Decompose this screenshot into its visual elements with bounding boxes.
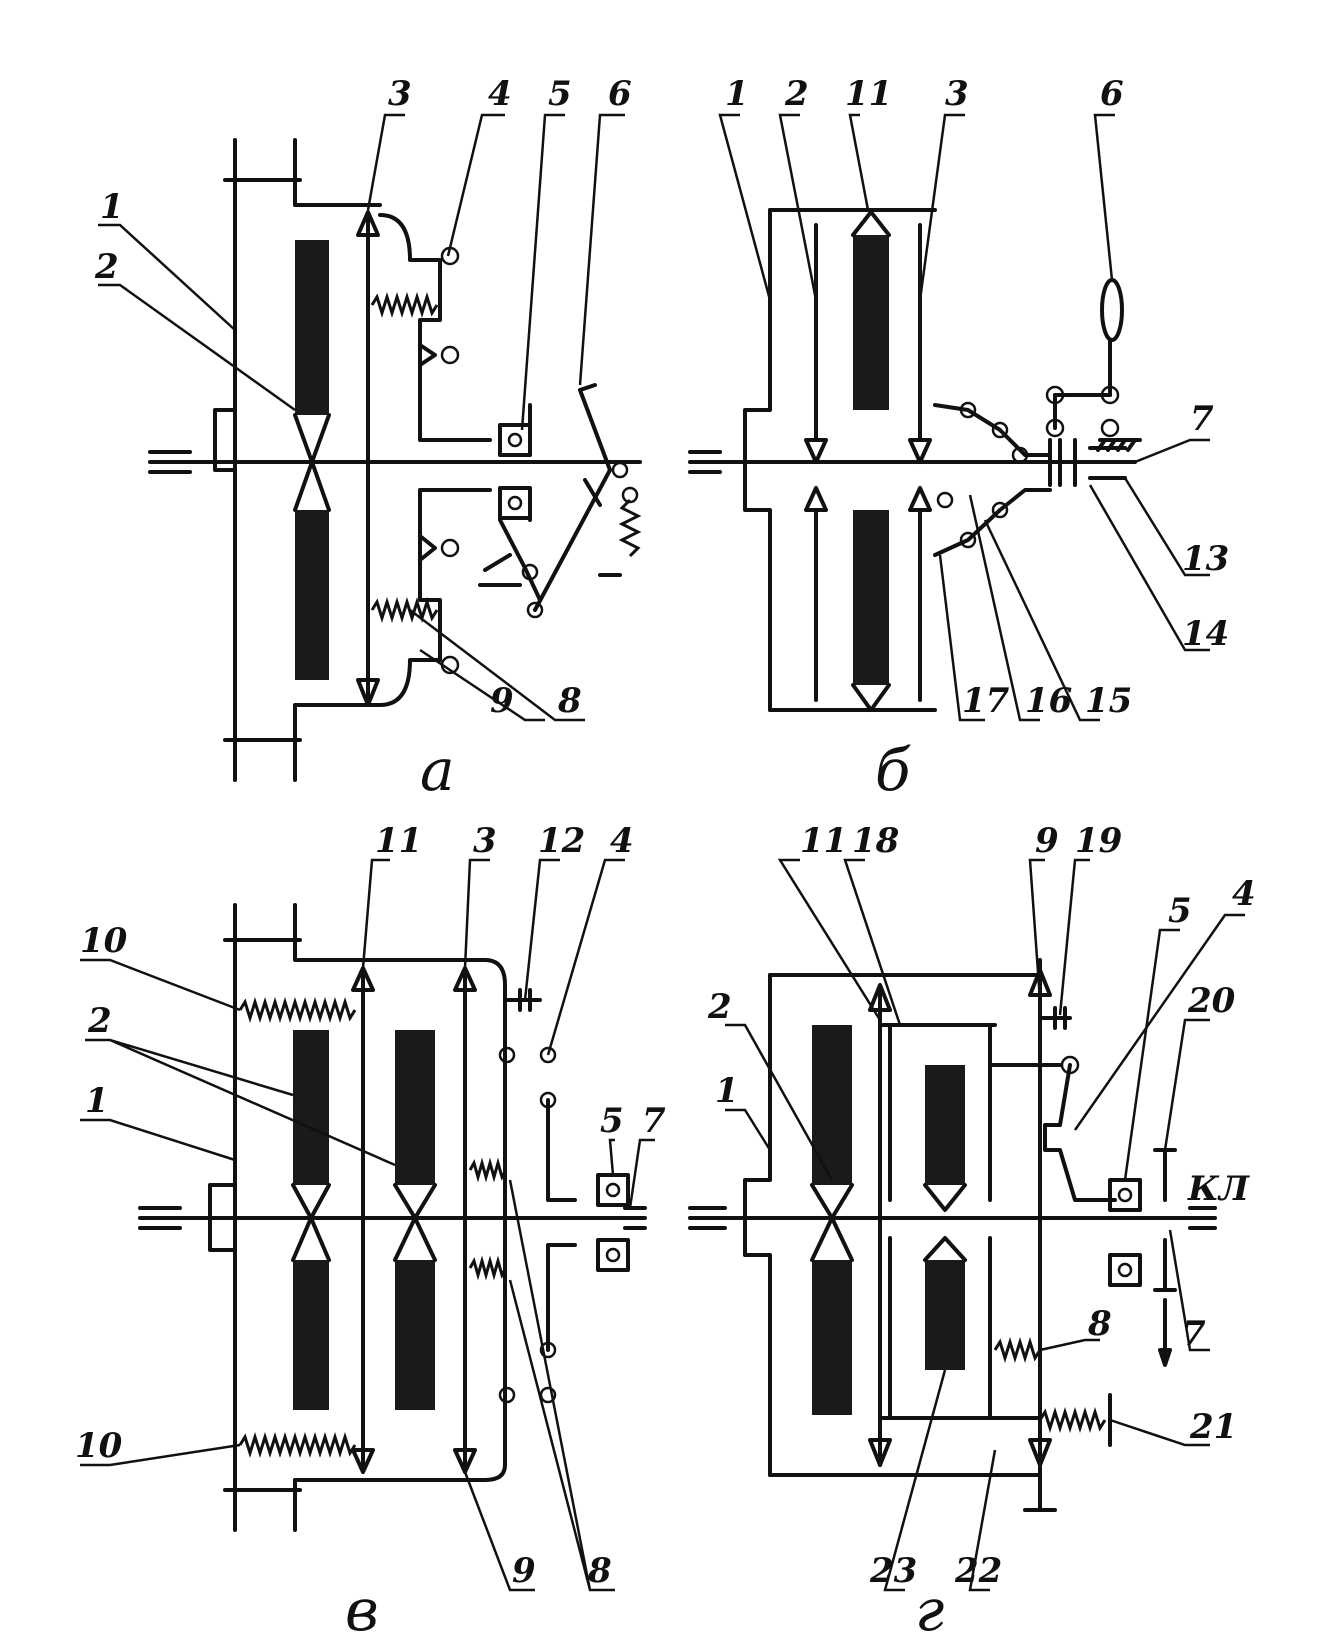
label-g-4: 4 — [1232, 874, 1256, 914]
label-v-9: 9 — [512, 1551, 536, 1591]
label-6: 6 — [608, 74, 632, 114]
disc-g-1-lower — [812, 1260, 852, 1415]
label-b-14: 14 — [1182, 614, 1229, 654]
label-g-5: 5 — [1168, 891, 1192, 931]
label-g-2: 2 — [707, 987, 732, 1027]
label-g-19: 19 — [1075, 821, 1122, 861]
label-b-6: 6 — [1100, 74, 1124, 114]
spring-10-lower — [238, 1431, 357, 1459]
panel-a: 3 4 5 6 1 2 8 9 а — [94, 74, 642, 804]
panel-b: 1 2 11 3 6 7 13 14 15 16 17 б — [688, 74, 1229, 804]
label-b-15: 15 — [1085, 681, 1132, 721]
label-b-11: 11 — [845, 74, 892, 114]
label-g-9: 9 — [1035, 821, 1059, 861]
clutch-cover-lower — [378, 488, 492, 707]
label-b-16: 16 — [1025, 681, 1072, 721]
disc-v-1-lower — [293, 1260, 329, 1410]
label-g-7: 7 — [1182, 1314, 1206, 1354]
label-v-3: 3 — [473, 821, 497, 861]
driven-disc-b-lower — [853, 510, 889, 685]
label-v-5: 5 — [600, 1101, 624, 1141]
label-b-3: 3 — [945, 74, 969, 114]
label-g-8: 8 — [1087, 1304, 1112, 1344]
lever-4-g — [1043, 1063, 1117, 1202]
label-v-10: 10 — [80, 921, 128, 961]
disc-23-lower — [925, 1260, 965, 1370]
caption-v: в — [345, 1576, 379, 1644]
disc-g-1-upper — [812, 1025, 852, 1185]
label-4: 4 — [488, 74, 512, 114]
clutch-cover-upper — [378, 213, 492, 442]
label-v-4: 4 — [610, 821, 634, 861]
label-g-kl: КЛ — [1187, 1169, 1250, 1209]
driven-disc-upper — [295, 240, 329, 415]
pedal-6-b — [1100, 278, 1124, 342]
label-g-23: 23 — [869, 1551, 917, 1591]
pressure-spring-lower — [370, 596, 439, 624]
spring-21 — [1038, 1406, 1107, 1434]
label-8: 8 — [557, 681, 582, 721]
housing-v — [293, 938, 507, 1482]
label-1: 1 — [100, 187, 124, 227]
label-v-11: 11 — [375, 821, 422, 861]
pedal-6 — [578, 383, 612, 472]
disc-v-2-upper — [395, 1030, 435, 1185]
release-fork — [533, 468, 612, 612]
label-g-11: 11 — [800, 821, 847, 861]
disc-v-2-lower — [395, 1260, 435, 1410]
label-b-13: 13 — [1182, 539, 1229, 579]
label-v-7: 7 — [642, 1101, 666, 1141]
label-g-18: 18 — [852, 821, 899, 861]
stop-12 — [503, 988, 542, 1012]
disc-23-upper — [925, 1065, 965, 1185]
driven-disc-lower — [295, 510, 329, 680]
label-g-20: 20 — [1187, 981, 1236, 1021]
label-9: 9 — [490, 681, 514, 721]
caption-a: а — [420, 736, 455, 804]
spring-10-upper — [238, 996, 357, 1024]
disc-v-1-upper — [293, 1030, 329, 1185]
label-v-8: 8 — [587, 1551, 612, 1591]
driven-disc-b-upper — [853, 235, 889, 410]
coupling-14 — [1048, 438, 1077, 487]
caption-g: г — [915, 1576, 944, 1644]
label-v-10b: 10 — [75, 1426, 123, 1466]
release-bearing-lower — [498, 486, 532, 520]
label-b-7: 7 — [1190, 399, 1214, 439]
flywheel-housing — [293, 178, 382, 732]
label-5: 5 — [548, 74, 572, 114]
label-b-1: 1 — [725, 74, 749, 114]
panel-g: 11 18 9 19 4 5 2 1 20 КЛ 8 7 21 23 22 г — [688, 821, 1256, 1644]
release-bearing-upper — [498, 423, 532, 457]
label-2: 2 — [94, 247, 119, 287]
label-b-17: 17 — [962, 681, 1010, 721]
label-3: 3 — [388, 74, 412, 114]
label-g-22: 22 — [954, 1551, 1002, 1591]
label-v-12: 12 — [538, 821, 585, 861]
label-g-21: 21 — [1189, 1407, 1237, 1447]
label-g-1: 1 — [715, 1071, 739, 1111]
panel-v: 11 3 12 4 10 2 1 5 7 10 9 8 в — [75, 821, 666, 1644]
return-spring — [618, 498, 642, 558]
label-b-2: 2 — [784, 74, 809, 114]
caption-b: б — [875, 736, 911, 804]
label-v-1: 1 — [85, 1081, 109, 1121]
label-v-2: 2 — [87, 1001, 112, 1041]
pressure-spring-upper — [370, 291, 439, 319]
